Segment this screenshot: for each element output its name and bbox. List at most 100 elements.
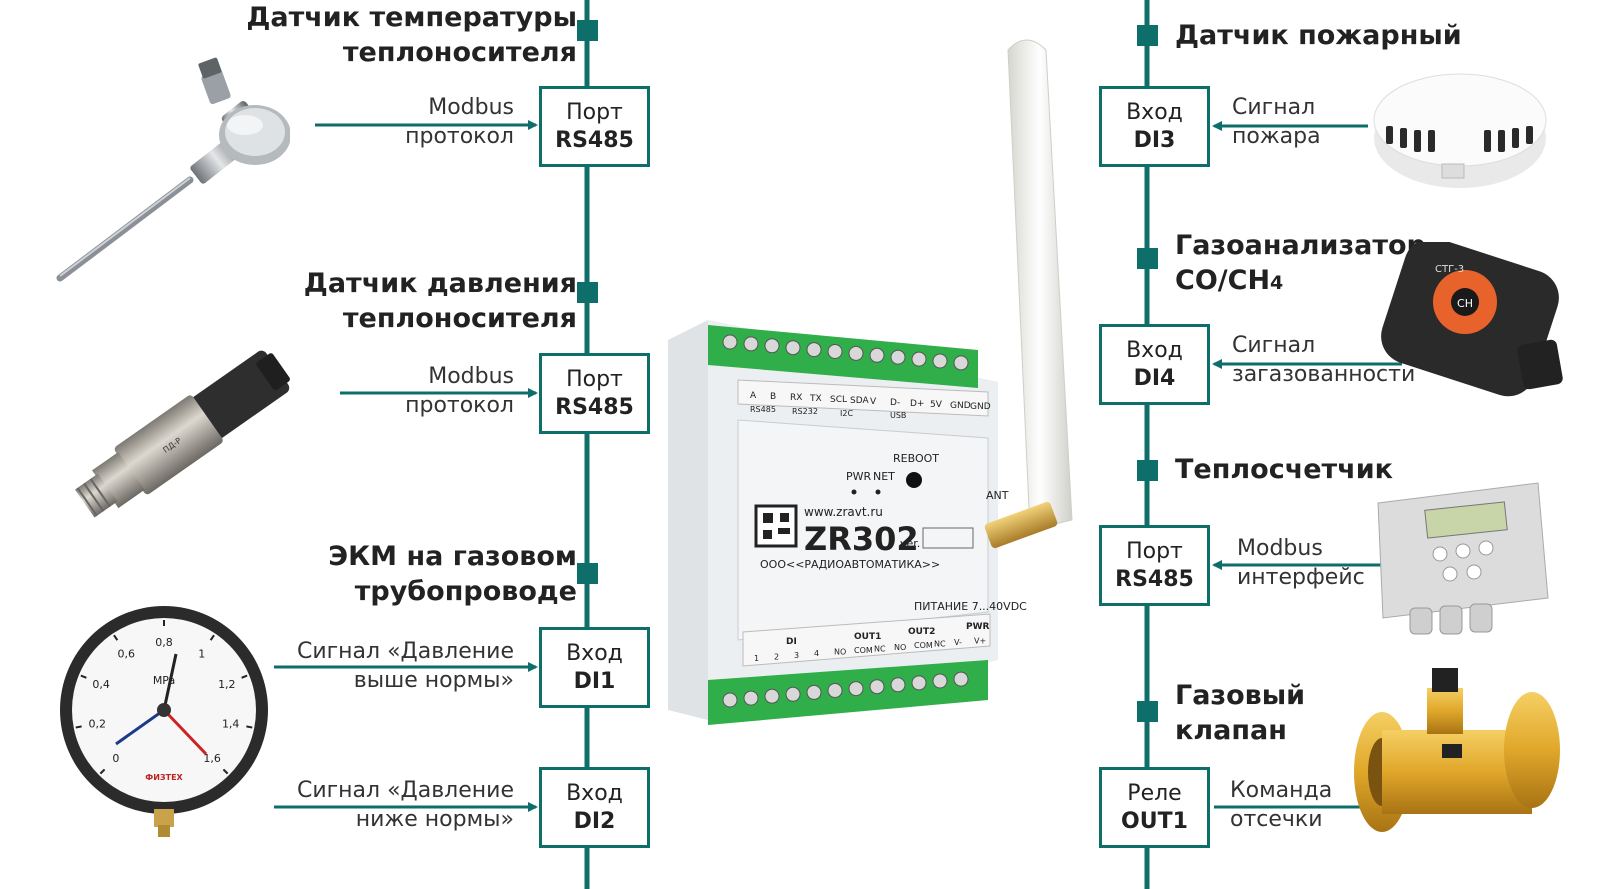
- terminal-screw: [764, 338, 780, 354]
- title-fire-detector: Датчик пожарный: [1175, 20, 1462, 51]
- right-bus-node: [1137, 248, 1158, 269]
- terminal-screw: [848, 681, 864, 697]
- terminal-screw: [806, 684, 822, 700]
- device-url: www.zravt.ru: [804, 505, 883, 519]
- top-pin-label: A: [750, 391, 757, 401]
- terminal-screw: [764, 688, 780, 704]
- right-bus-node: [1137, 25, 1158, 46]
- pressure-transmitter-image: ПД-Р: [74, 350, 290, 518]
- bottom-pin-label: COM: [854, 646, 873, 655]
- gauge-tick: [80, 674, 87, 679]
- net-led-label: NET: [873, 470, 895, 483]
- gauge-tick-label: 1: [198, 647, 205, 660]
- gauge-tick: [246, 725, 253, 729]
- bottom-pin-label: 3: [794, 651, 799, 660]
- left-bus-node: [577, 282, 598, 303]
- bottom-group-label: OUT1: [854, 632, 881, 642]
- terminal-screw: [911, 675, 927, 691]
- title-heat-meter: Теплосчетчик: [1175, 454, 1393, 485]
- device-ver-label: ver.: [900, 537, 920, 550]
- bottom-pin-label: 1: [754, 654, 759, 663]
- gauge-tick-label: 0,8: [155, 636, 173, 649]
- gauge-tick: [75, 725, 82, 729]
- terminal-screw: [785, 340, 801, 356]
- bottom-group-label: DI: [786, 637, 797, 647]
- reboot-label: REBOOT: [893, 452, 939, 465]
- bottom-pin-label: NC: [934, 640, 946, 649]
- ant-label: ANT: [986, 489, 1009, 502]
- gas-analyzer-image: CH СТГ-3: [1381, 242, 1563, 397]
- top-pin-label: SDA: [850, 396, 869, 406]
- top-group-label: RS485: [750, 405, 776, 414]
- terminal-screw: [869, 679, 885, 695]
- gauge-tick: [113, 634, 119, 641]
- terminal-screw: [827, 683, 843, 698]
- pwr-led-label: PWR: [846, 470, 872, 483]
- bottom-pin-label: NC: [874, 644, 886, 653]
- gauge-tick: [99, 768, 106, 775]
- terminal-screw: [932, 353, 948, 369]
- terminal-screw: [743, 336, 759, 352]
- terminal-screw: [785, 686, 801, 702]
- terminal-screw: [953, 355, 969, 371]
- gauge-tick-label: 0,4: [92, 678, 110, 691]
- gauge-tick: [209, 634, 215, 641]
- top-pin-label: TX: [809, 394, 822, 404]
- top-pin-label: 5V: [930, 400, 943, 410]
- gauge-tick-label: 1,6: [203, 752, 221, 765]
- gauge-tick-label: 1,4: [222, 717, 240, 730]
- analyzer-button-label: CH: [1457, 297, 1473, 310]
- terminal-screw: [722, 692, 738, 708]
- top-pin-label: GND: [950, 401, 971, 411]
- bottom-pin-label: COM: [914, 641, 933, 650]
- gauge-tick-label: 0: [112, 752, 119, 765]
- title-gas-analyzer: Газоанализатор CO/CH4: [1175, 230, 1426, 296]
- bottom-pin-label: NO: [894, 643, 906, 652]
- gauge-brand: ФИЗТЕХ: [145, 773, 183, 782]
- analyzer-model-label: СТГ-3: [1435, 264, 1464, 275]
- gauge-tick: [241, 674, 248, 679]
- smoke-detector-image: [1373, 73, 1547, 188]
- top-pin-label: D+: [910, 399, 924, 409]
- bottom-pin-label: NO: [834, 648, 846, 657]
- terminal-screw: [911, 351, 927, 367]
- top-pin-label: SCL: [830, 395, 847, 405]
- terminal-screw: [827, 344, 843, 359]
- right-bus-node: [1137, 701, 1158, 722]
- left-bus-node: [577, 563, 598, 584]
- top-group-label: I2C: [840, 409, 853, 418]
- top-pin-label: GND: [970, 402, 991, 412]
- terminal-screw: [722, 334, 738, 350]
- terminal-screw: [848, 345, 864, 361]
- terminal-screw: [806, 342, 822, 358]
- terminal-screw: [890, 677, 906, 693]
- terminal-screw: [869, 347, 885, 363]
- terminal-screw: [953, 671, 969, 687]
- terminal-screw: [743, 690, 759, 706]
- gauge-tick: [222, 768, 229, 775]
- bottom-pin-label: V-: [954, 638, 962, 647]
- bottom-pin-label: V+: [974, 636, 986, 645]
- bottom-group-label: OUT2: [908, 627, 935, 637]
- electrocontact-manometer-image: 00,20,40,60,811,21,41,6 MPa ФИЗТЕХ: [60, 606, 268, 837]
- device-power-label: ПИТАНИЕ 7...40VDC: [914, 600, 1027, 613]
- gauge-tick-label: 0,2: [89, 717, 107, 730]
- heat-meter-image: [1377, 482, 1549, 635]
